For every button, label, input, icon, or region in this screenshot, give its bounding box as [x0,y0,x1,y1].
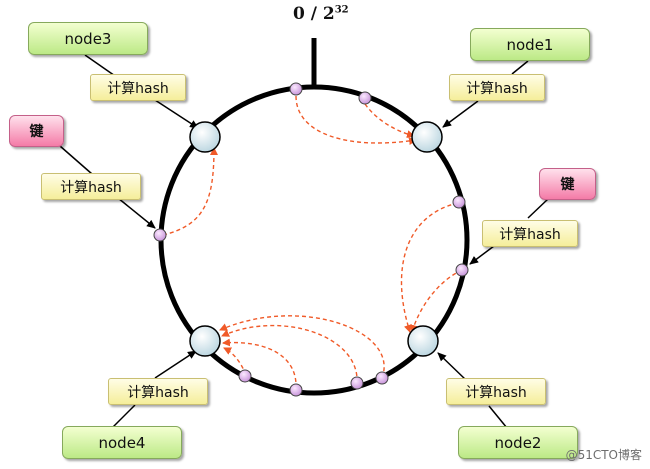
connector-hash-node3 [154,99,199,129]
ring-point [375,371,389,385]
connector-key-left [59,145,93,175]
watermark: @51CTO博客 [565,448,642,462]
ring-node-node1 [411,121,443,153]
hash-label-node2: 计算hash [446,378,546,405]
connector-hash-node1 [442,100,479,128]
ring-node-node4 [189,325,221,357]
mapping-arrow [221,324,358,384]
connector-key-right [527,198,549,219]
hash-label-node1: 计算hash [449,74,545,101]
ring-point [350,376,364,390]
ring-point [358,91,372,105]
connector-node2 [488,405,508,429]
hash-label-key-right: 计算hash [482,220,578,247]
hash-label-node3: 计算hash [90,74,186,101]
ring-point [452,195,466,209]
ring-point [289,82,303,96]
ring-range-label: 0 / 232 [293,4,349,24]
ring-point [455,263,469,277]
connector-node4 [111,404,136,429]
ring-node-node3 [189,121,221,153]
ring-range-exponent: 32 [334,4,349,16]
ring-point [289,383,303,397]
mapping-arrow [410,269,463,333]
mapping-arrow [162,147,218,236]
hash-label-key-left: 计算hash [41,173,141,200]
node4-box: node4 [62,426,182,459]
key-box-left: 键 [9,115,64,147]
connector-node1 [511,60,529,75]
connector-hash-node2 [437,352,467,381]
ring-range-base: 0 / 2 [293,4,335,24]
connector-hash-node4 [154,350,197,379]
connector-hash-key-left [117,197,156,229]
mapping-arrow [295,95,417,146]
ring-point [238,369,252,383]
mapping-arrow [219,315,385,379]
connector-hash-key-right [469,245,495,265]
mapping-arrow [222,338,297,390]
ring-node-node2 [407,325,439,357]
hash-label-node4: 计算hash [108,378,208,405]
node1-box: node1 [470,28,590,61]
mapping-arrow [400,202,459,333]
node2-box: node2 [458,426,578,459]
node3-box: node3 [28,22,148,55]
ring-point [153,228,167,242]
key-box-right: 键 [539,168,596,200]
